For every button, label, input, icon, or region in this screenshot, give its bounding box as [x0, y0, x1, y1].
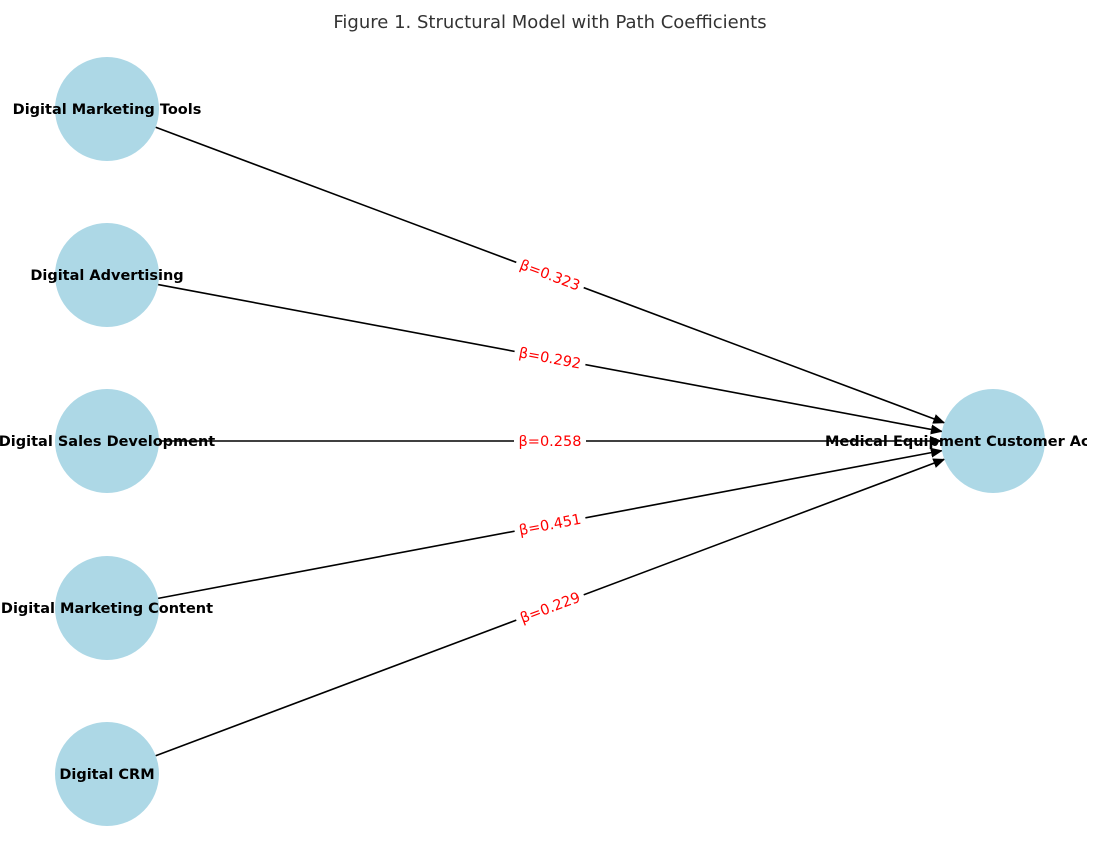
node-meca: [941, 389, 1045, 493]
coefficient-label-background: [512, 252, 588, 298]
node-dcrm: [55, 722, 159, 826]
path-coefficient-dsd: β=0.258: [514, 430, 586, 452]
node-label-meca: Medical Equipment Customer Acquisition: [825, 434, 1099, 450]
path-coefficient-label: β=0.229: [518, 590, 583, 627]
figure-title: Figure 1. Structural Model with Path Coe…: [333, 12, 766, 33]
node-label-da: Digital Advertising: [30, 268, 183, 284]
path-coefficient-dcrm: β=0.229: [512, 584, 588, 631]
node-label-dcrm: Digital CRM: [59, 767, 154, 783]
node-dmt: [55, 57, 159, 161]
path-coefficient-label: β=0.323: [517, 257, 582, 294]
node-da: [55, 223, 159, 327]
path-coefficient-dmc: β=0.451: [512, 507, 588, 542]
path-coefficient-dmt: β=0.323: [512, 252, 588, 298]
path-coefficient-da: β=0.292: [512, 340, 588, 376]
node-label-dmc: Digital Marketing Content: [1, 601, 213, 617]
path-coefficient-label: β=0.258: [519, 434, 582, 450]
coefficient-label-background: [512, 340, 588, 376]
node-dmc: [55, 556, 159, 660]
edge-labels-layer: β=0.323 β=0.292 β=0.258 β=0.451 β=0.229: [512, 252, 588, 631]
node-label-dsd: Digital Sales Development: [0, 434, 215, 450]
node-dsd: [55, 389, 159, 493]
coefficient-label-background: [512, 584, 588, 631]
nodes-layer: [55, 57, 1045, 826]
coefficient-label-background: [514, 430, 586, 452]
coefficient-label-background: [512, 507, 588, 542]
node-label-dmt: Digital Marketing Tools: [13, 102, 202, 118]
